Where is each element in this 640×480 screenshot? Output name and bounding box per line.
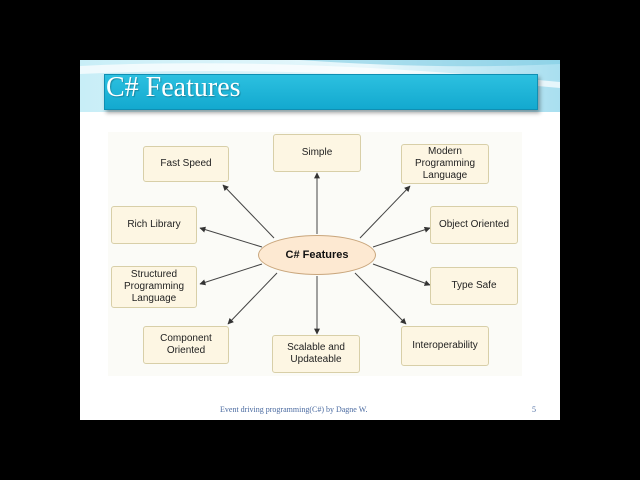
slide: C# Features Fast Speed Simple Modern Pro…	[80, 60, 560, 420]
arrow-to-interoperability	[354, 272, 407, 325]
arrow-to-structured-language	[199, 263, 263, 286]
feature-type-safe: Type Safe	[430, 267, 518, 305]
feature-rich-library: Rich Library	[111, 206, 197, 244]
slide-title: C# Features	[106, 72, 241, 103]
feature-interoperability: Interoperability	[401, 326, 489, 366]
feature-component-oriented: Component Oriented	[143, 326, 229, 364]
feature-object-oriented: Object Oriented	[430, 206, 518, 244]
page-number: 5	[532, 405, 536, 414]
arrow-to-fast-speed	[222, 184, 275, 239]
center-node-csharp-features: C# Features	[258, 235, 376, 275]
title-bar	[104, 74, 538, 110]
feature-simple: Simple	[273, 134, 361, 172]
arrow-to-type-safe	[372, 263, 431, 286]
feature-structured-programming-language: Structured Programming Language	[111, 266, 197, 308]
feature-fast-speed: Fast Speed	[143, 146, 229, 182]
arrow-to-component-oriented	[227, 272, 278, 325]
feature-scalable-and-updateable: Scalable and Updateable	[272, 335, 360, 373]
arrow-to-modern-language	[359, 185, 411, 239]
feature-modern-programming-language: Modern Programming Language	[401, 144, 489, 184]
arrow-to-object-oriented	[372, 226, 431, 248]
diagram-arrows	[199, 172, 431, 335]
slide-footer: Event driving programming(C#) by Dagne W…	[220, 405, 368, 414]
arrow-to-rich-library	[199, 226, 263, 248]
